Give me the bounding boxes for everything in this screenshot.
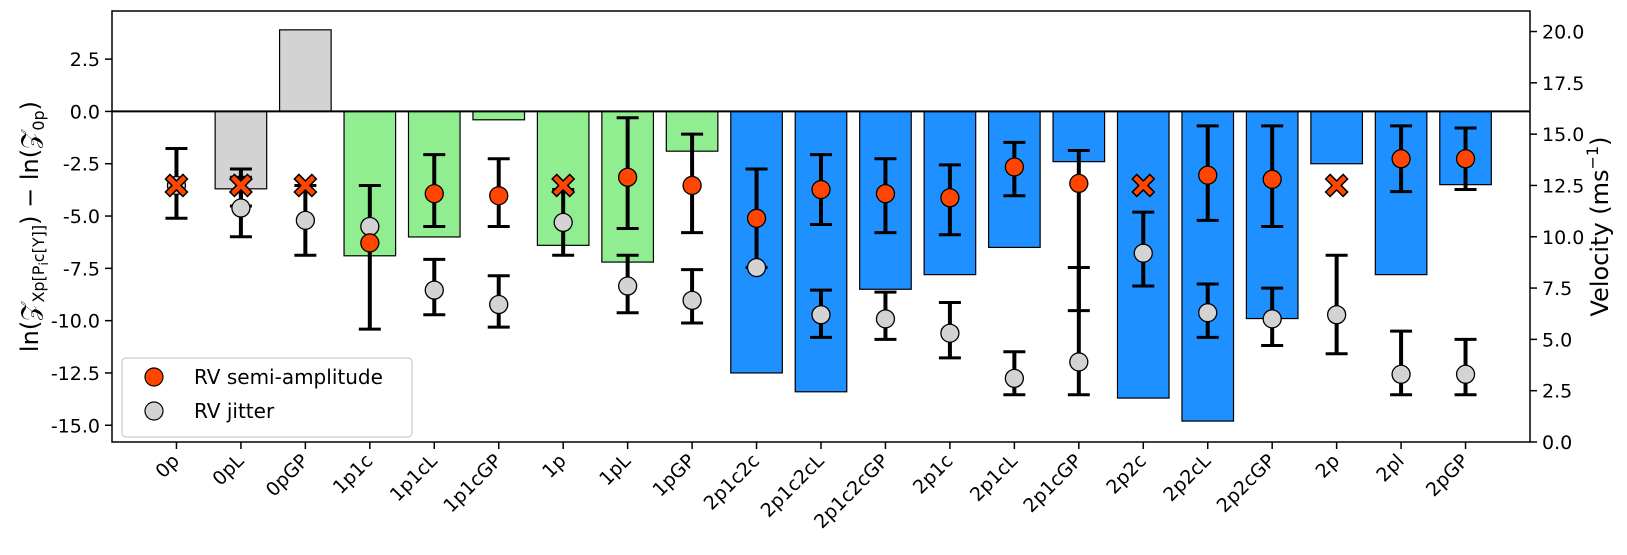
marker-semi-amplitude-1pGP: [682, 175, 702, 196]
marker-jitter-0pL: [231, 198, 251, 218]
left-tick-label: -10.0: [51, 311, 100, 333]
x-tick-label: 1pGP: [648, 450, 699, 501]
marker-semi-amplitude-2pGP: [1455, 149, 1476, 169]
marker-semi-amplitude-2p1c: [940, 188, 960, 208]
marker-jitter-2pl: [1391, 364, 1411, 384]
left-tick-label: -5.0: [63, 206, 100, 228]
x-tick-label: 2p2cL: [1159, 450, 1215, 506]
x-tick-label: 2p1cGP: [1019, 450, 1086, 517]
left-tick-label: -7.5: [63, 258, 100, 280]
x-tick-label: 2p1c2c: [700, 450, 765, 515]
marker-jitter-2p2cGP: [1262, 309, 1282, 329]
x-tick-label: 2pGP: [1422, 450, 1473, 501]
bar-0pGP: [278, 29, 332, 113]
x-tick-label: 0pL: [208, 450, 248, 490]
x-tick-label: 1pL: [595, 450, 635, 490]
x-tick-label: 1p: [538, 450, 571, 483]
x-tick-label: 1p1c: [329, 450, 378, 499]
marker-jitter-2p1c2cL: [811, 305, 831, 325]
left-tick-label: -2.5: [63, 154, 100, 176]
legend: RV semi-amplitude RV jitter: [121, 357, 413, 438]
x-tick-label: 2p1cL: [966, 450, 1022, 506]
right-tick-label: 17.5: [1542, 73, 1584, 95]
marker-jitter-2p2c: [1133, 243, 1153, 263]
right-tick-label: 2.5: [1542, 381, 1572, 403]
left-tick-label: -12.5: [51, 363, 100, 385]
left-tick-label: 0.0: [70, 101, 100, 123]
left-axis: -15.0 -12.5 -10.0 -7.5 -5.0 -2.5 0.0 2.5: [51, 49, 112, 437]
right-tick-label: 0.0: [1542, 432, 1572, 454]
marker-jitter-2p1c2cGP: [875, 309, 896, 329]
marker-jitter-1p: [553, 212, 573, 233]
marker-jitter-2p1cL: [1004, 368, 1025, 389]
marker-semi-amplitude-2p1c2c: [746, 208, 767, 228]
x-tick-label: 0p: [151, 450, 184, 483]
marker-semi-amplitude-2p2c: [1131, 173, 1156, 198]
left-tick-label: -15.0: [51, 415, 100, 437]
marker-jitter-1pL: [617, 276, 638, 296]
marker-jitter-1p1c: [360, 216, 380, 237]
right-axis: 0.0 2.5 5.0 7.5 10.0 12.5 15.0 17.5 20.0: [1530, 22, 1584, 454]
right-tick-label: 12.5: [1542, 175, 1584, 197]
marker-jitter-2pGP: [1455, 364, 1476, 384]
right-tick-label: 15.0: [1542, 124, 1584, 146]
marker-jitter-2p1c: [940, 323, 960, 343]
x-tick-label: 0pGP: [262, 450, 313, 501]
marker-semi-amplitude-2p1cGP: [1069, 173, 1089, 194]
marker-semi-amplitude-2p1c2cL: [811, 179, 831, 200]
marker-jitter-2p2cL: [1198, 303, 1218, 323]
marker-jitter-1pGP: [682, 290, 702, 311]
marker-jitter-2p1cGP: [1069, 352, 1089, 372]
marker-semi-amplitude-2p1c2cGP: [875, 184, 896, 204]
left-tick-label: 2.5: [70, 49, 100, 71]
marker-jitter-2p1c2c: [746, 257, 767, 278]
right-axis-title: Velocity (ms−1): [1583, 137, 1614, 317]
x-tick-label: 2p: [1312, 450, 1345, 483]
left-axis-title: ln(𝒵Xp[Pic[Y]]) − ln(𝒵0p): [16, 101, 51, 352]
legend-label-jitter: RV jitter: [194, 399, 275, 423]
marker-semi-amplitude-0pGP: [293, 173, 318, 198]
marker-semi-amplitude-0p: [164, 173, 189, 198]
marker-semi-amplitude-1p1cGP: [489, 186, 509, 206]
bar-2p: [1310, 110, 1364, 165]
legend-label-semi-amplitude: RV semi-amplitude: [194, 365, 383, 389]
marker-semi-amplitude-1p1c: [360, 233, 380, 253]
x-tick-label: 2pl: [1372, 450, 1408, 486]
marker-jitter-1p1cGP: [489, 294, 509, 315]
marker-jitter-0pGP: [295, 210, 316, 230]
marker-jitter-1p1cL: [424, 280, 444, 300]
right-tick-label: 7.5: [1542, 278, 1572, 300]
marker-semi-amplitude-2p: [1324, 173, 1349, 198]
bar-1p1cGP: [472, 110, 526, 121]
marker-semi-amplitude-1pL: [617, 167, 638, 187]
marker-semi-amplitude-0pL: [228, 173, 253, 198]
marker-semi-amplitude-2pl: [1391, 149, 1411, 169]
markers-layer: [164, 149, 1476, 389]
marker-jitter-2p: [1326, 305, 1347, 325]
legend-marker-semi-amplitude: [144, 367, 164, 387]
marker-semi-amplitude-1p: [551, 173, 576, 198]
x-tick-label: 2p2c: [1102, 450, 1151, 499]
marker-semi-amplitude-2p2cL: [1198, 165, 1218, 185]
marker-semi-amplitude-2p1cL: [1004, 157, 1025, 177]
marker-semi-amplitude-2p2cGP: [1262, 169, 1282, 189]
legend-marker-jitter: [144, 401, 164, 421]
right-tick-label: 5.0: [1542, 329, 1572, 351]
right-tick-label: 20.0: [1542, 22, 1584, 44]
x-tick-label: 2p2cGP: [1213, 450, 1280, 517]
marker-semi-amplitude-1p1cL: [424, 184, 444, 204]
x-tick-label: 2p1c: [909, 450, 958, 499]
x-tick-label: 1p1cGP: [439, 450, 506, 517]
x-tick-label: 1p1cL: [386, 450, 442, 506]
right-tick-label: 10.0: [1542, 227, 1584, 249]
legend-box: [121, 357, 413, 438]
